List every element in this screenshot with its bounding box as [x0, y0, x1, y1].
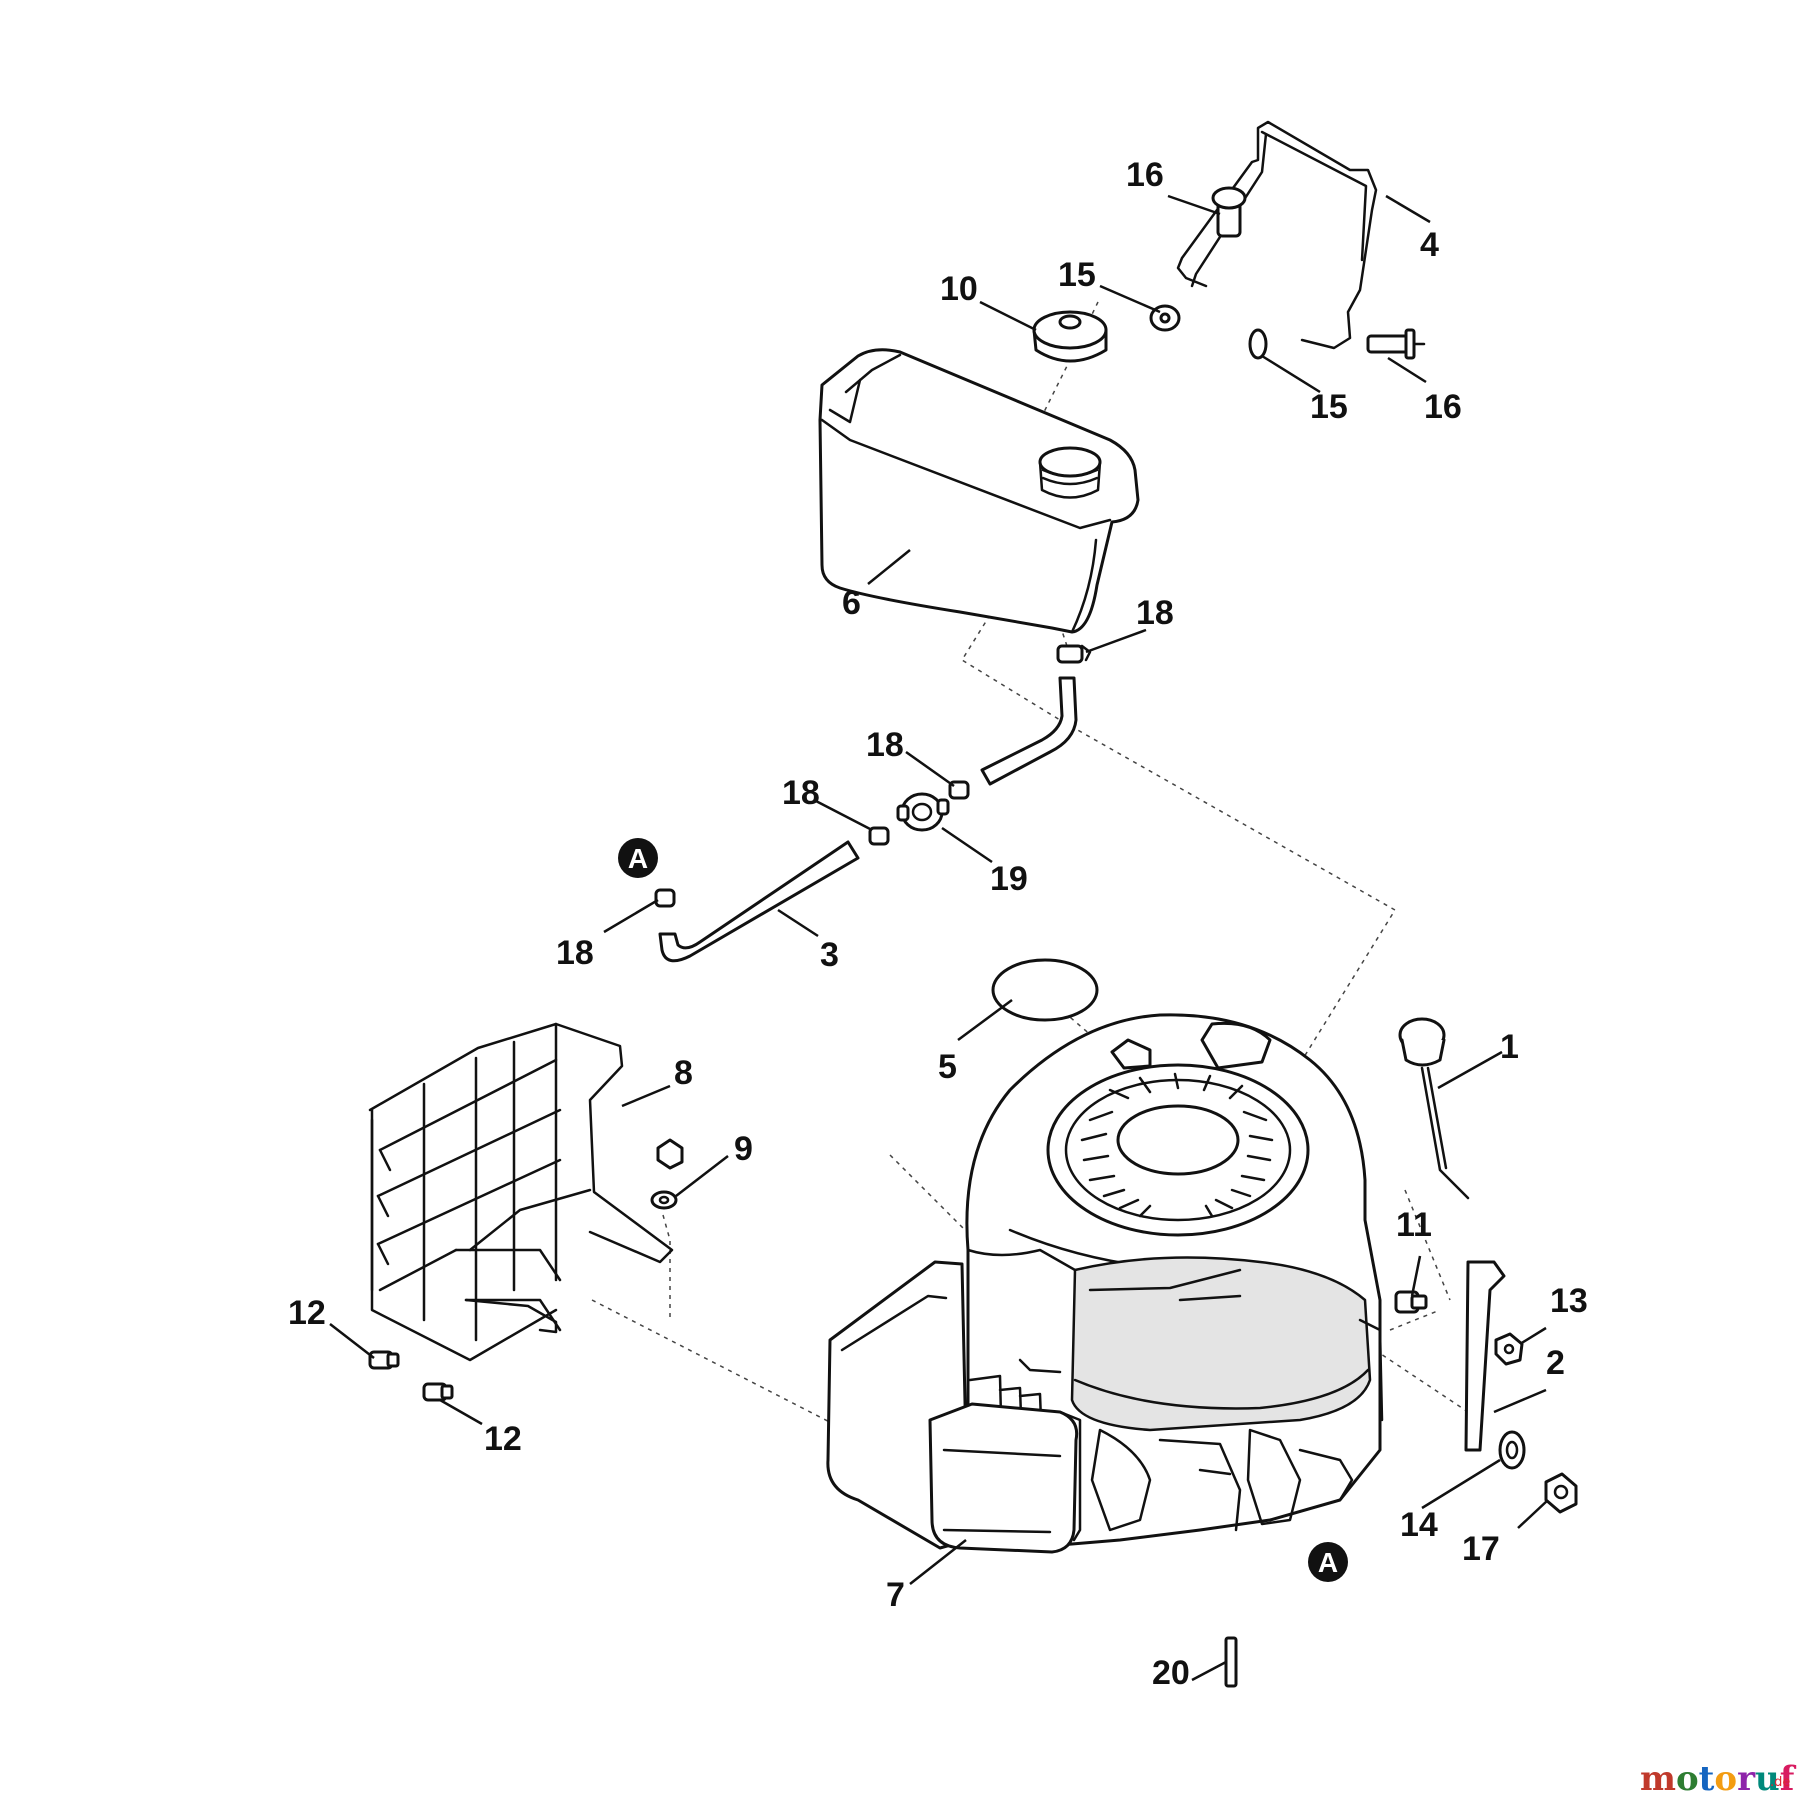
callout-12a: 12: [288, 1294, 326, 1332]
bolt-upper: [1211, 186, 1247, 238]
screw: [1394, 1290, 1428, 1314]
fuel-cap: [1032, 310, 1108, 363]
callout-15a: 15: [1058, 256, 1096, 294]
callout-10: 10: [940, 270, 978, 308]
callout-18d: 18: [556, 934, 594, 972]
guard-screw-2: [422, 1382, 454, 1402]
guard-nut: [650, 1138, 684, 1210]
callout-16a: 16: [1126, 156, 1164, 194]
connection-mark-lower: A: [1308, 1542, 1348, 1582]
watermark-letter: r: [1737, 1759, 1756, 1799]
callout-15b: 15: [1310, 388, 1348, 426]
bolt-right: [1366, 328, 1426, 360]
decal: [991, 958, 1099, 1022]
nut-lower: [1544, 1472, 1578, 1514]
fuel-filter: [896, 792, 950, 832]
dipstick-bracket: [1464, 1260, 1506, 1452]
callout-1: 1: [1500, 1028, 1519, 1066]
callout-11: 11: [1396, 1206, 1432, 1244]
watermark-suffix: .de: [1770, 1775, 1790, 1790]
callout-20: 20: [1152, 1654, 1190, 1692]
dipstick: [1398, 1017, 1470, 1200]
connection-mark-upper: A: [618, 838, 658, 878]
hose-clamp-end: [654, 888, 676, 908]
callout-14: 14: [1400, 1506, 1438, 1544]
callout-13: 13: [1550, 1282, 1588, 1320]
callout-8: 8: [674, 1054, 693, 1092]
callout-17: 17: [1462, 1530, 1500, 1568]
fuel-hose: [658, 840, 860, 963]
watermark-letter: o: [1676, 1759, 1699, 1799]
callout-18a: 18: [1136, 594, 1174, 632]
callout-5: 5: [938, 1048, 957, 1086]
watermark-text: motoruf: [1640, 1759, 1797, 1799]
svg-text:A: A: [1318, 1547, 1338, 1578]
guard-cage-bar: [464, 1298, 558, 1334]
guard-screw-1: [368, 1350, 400, 1370]
watermark-letter: f: [1780, 1759, 1797, 1799]
washer-lower: [1498, 1430, 1526, 1470]
callout-9: 9: [734, 1130, 753, 1168]
callout-16b: 16: [1424, 388, 1462, 426]
fuel-tank: [818, 348, 1140, 634]
watermark-letter: t: [1699, 1759, 1715, 1799]
leader-lines: [329, 194, 1549, 1682]
callout-18b: 18: [866, 726, 904, 764]
nut-upper: [1494, 1332, 1524, 1366]
hose-clamp-left: [868, 826, 890, 846]
callout-3: 3: [820, 936, 839, 974]
callout-6: 6: [842, 584, 861, 622]
hose-clamp-middle: [948, 780, 970, 800]
callout-labels: 1 2 3 4 5 6 7 8 9 10 11 12 12 13 14 15 1…: [288, 156, 1588, 1692]
guard-cage: [368, 1022, 674, 1362]
watermark-letter: u: [1755, 1759, 1780, 1799]
watermark-letter: o: [1714, 1759, 1737, 1799]
hose-clamp-tank: [1056, 644, 1092, 664]
callout-2: 2: [1546, 1344, 1565, 1382]
fuel-hose-upper: [980, 676, 1078, 786]
svg-text:A: A: [628, 843, 648, 874]
washer-right: [1248, 328, 1268, 360]
wire-bracket: [1176, 120, 1378, 350]
pin: [1224, 1636, 1238, 1688]
callout-7: 7: [886, 1576, 905, 1614]
engine: [826, 1013, 1384, 1554]
callout-4: 4: [1420, 226, 1439, 264]
callout-18c: 18: [782, 774, 820, 812]
watermark-letter: m: [1640, 1759, 1676, 1799]
callout-19: 19: [990, 860, 1028, 898]
watermark-logo: motoruf .de: [1640, 1759, 1797, 1799]
callout-12b: 12: [484, 1420, 522, 1458]
